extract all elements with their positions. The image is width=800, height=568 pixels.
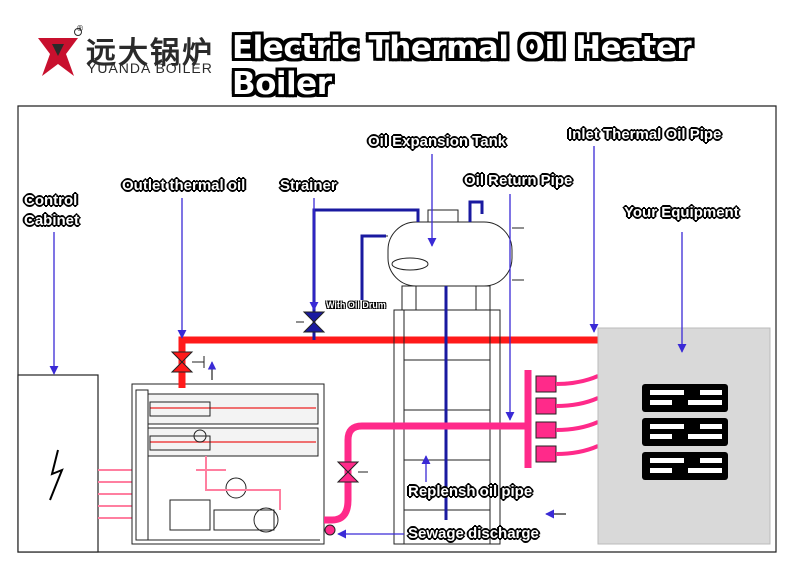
label-your-equipment: Your Equipment — [624, 204, 739, 221]
label-sewage-discharge: Sewage discharge — [408, 525, 539, 542]
label-outlet-thermal-oil: Outlet thermal oil — [122, 177, 246, 194]
label-cabinet: Cabinet — [24, 212, 80, 229]
return-pump-valve — [336, 461, 368, 483]
yuanda-logo-icon — [38, 28, 82, 76]
label-with-oil-drum: With Oil Drum — [326, 300, 386, 310]
expansion-tank — [380, 209, 524, 287]
heater-internal-pipes — [196, 456, 281, 510]
control-cabinet-box — [17, 374, 99, 553]
label-strainer: Strainer — [280, 177, 337, 194]
brand-name-en: YUANDA BOILER — [87, 60, 213, 76]
cabinet-cables — [98, 469, 132, 519]
equipment-coil-icon — [642, 384, 728, 480]
pointer-arrows — [49, 146, 687, 539]
label-control: Control — [24, 192, 78, 209]
lightning-icon — [49, 449, 64, 501]
page-title: Electric Thermal Oil Heater Boiler — [232, 30, 692, 102]
label-oil-expansion-tank: Oil Expansion Tank — [368, 133, 507, 150]
label-inlet-thermal-oil-pipe: Inlet Thermal Oil Pipe — [568, 126, 722, 143]
sewage-valve-icon — [324, 524, 336, 536]
manifold-branches — [555, 374, 599, 456]
label-replensh-oil-pipe: Replensh oil pipe — [408, 483, 533, 500]
outlet-valve — [170, 351, 205, 373]
label-oil-return-pipe: Oil Return Pipe — [464, 172, 573, 189]
heater-unit — [131, 383, 325, 545]
registered-mark: ® — [76, 24, 84, 33]
return-manifold-valves — [535, 375, 557, 463]
strainer-valve — [296, 311, 326, 333]
equipment-coil-slots — [650, 390, 722, 473]
brand-name-cn: 远大锅炉 — [86, 36, 214, 71]
